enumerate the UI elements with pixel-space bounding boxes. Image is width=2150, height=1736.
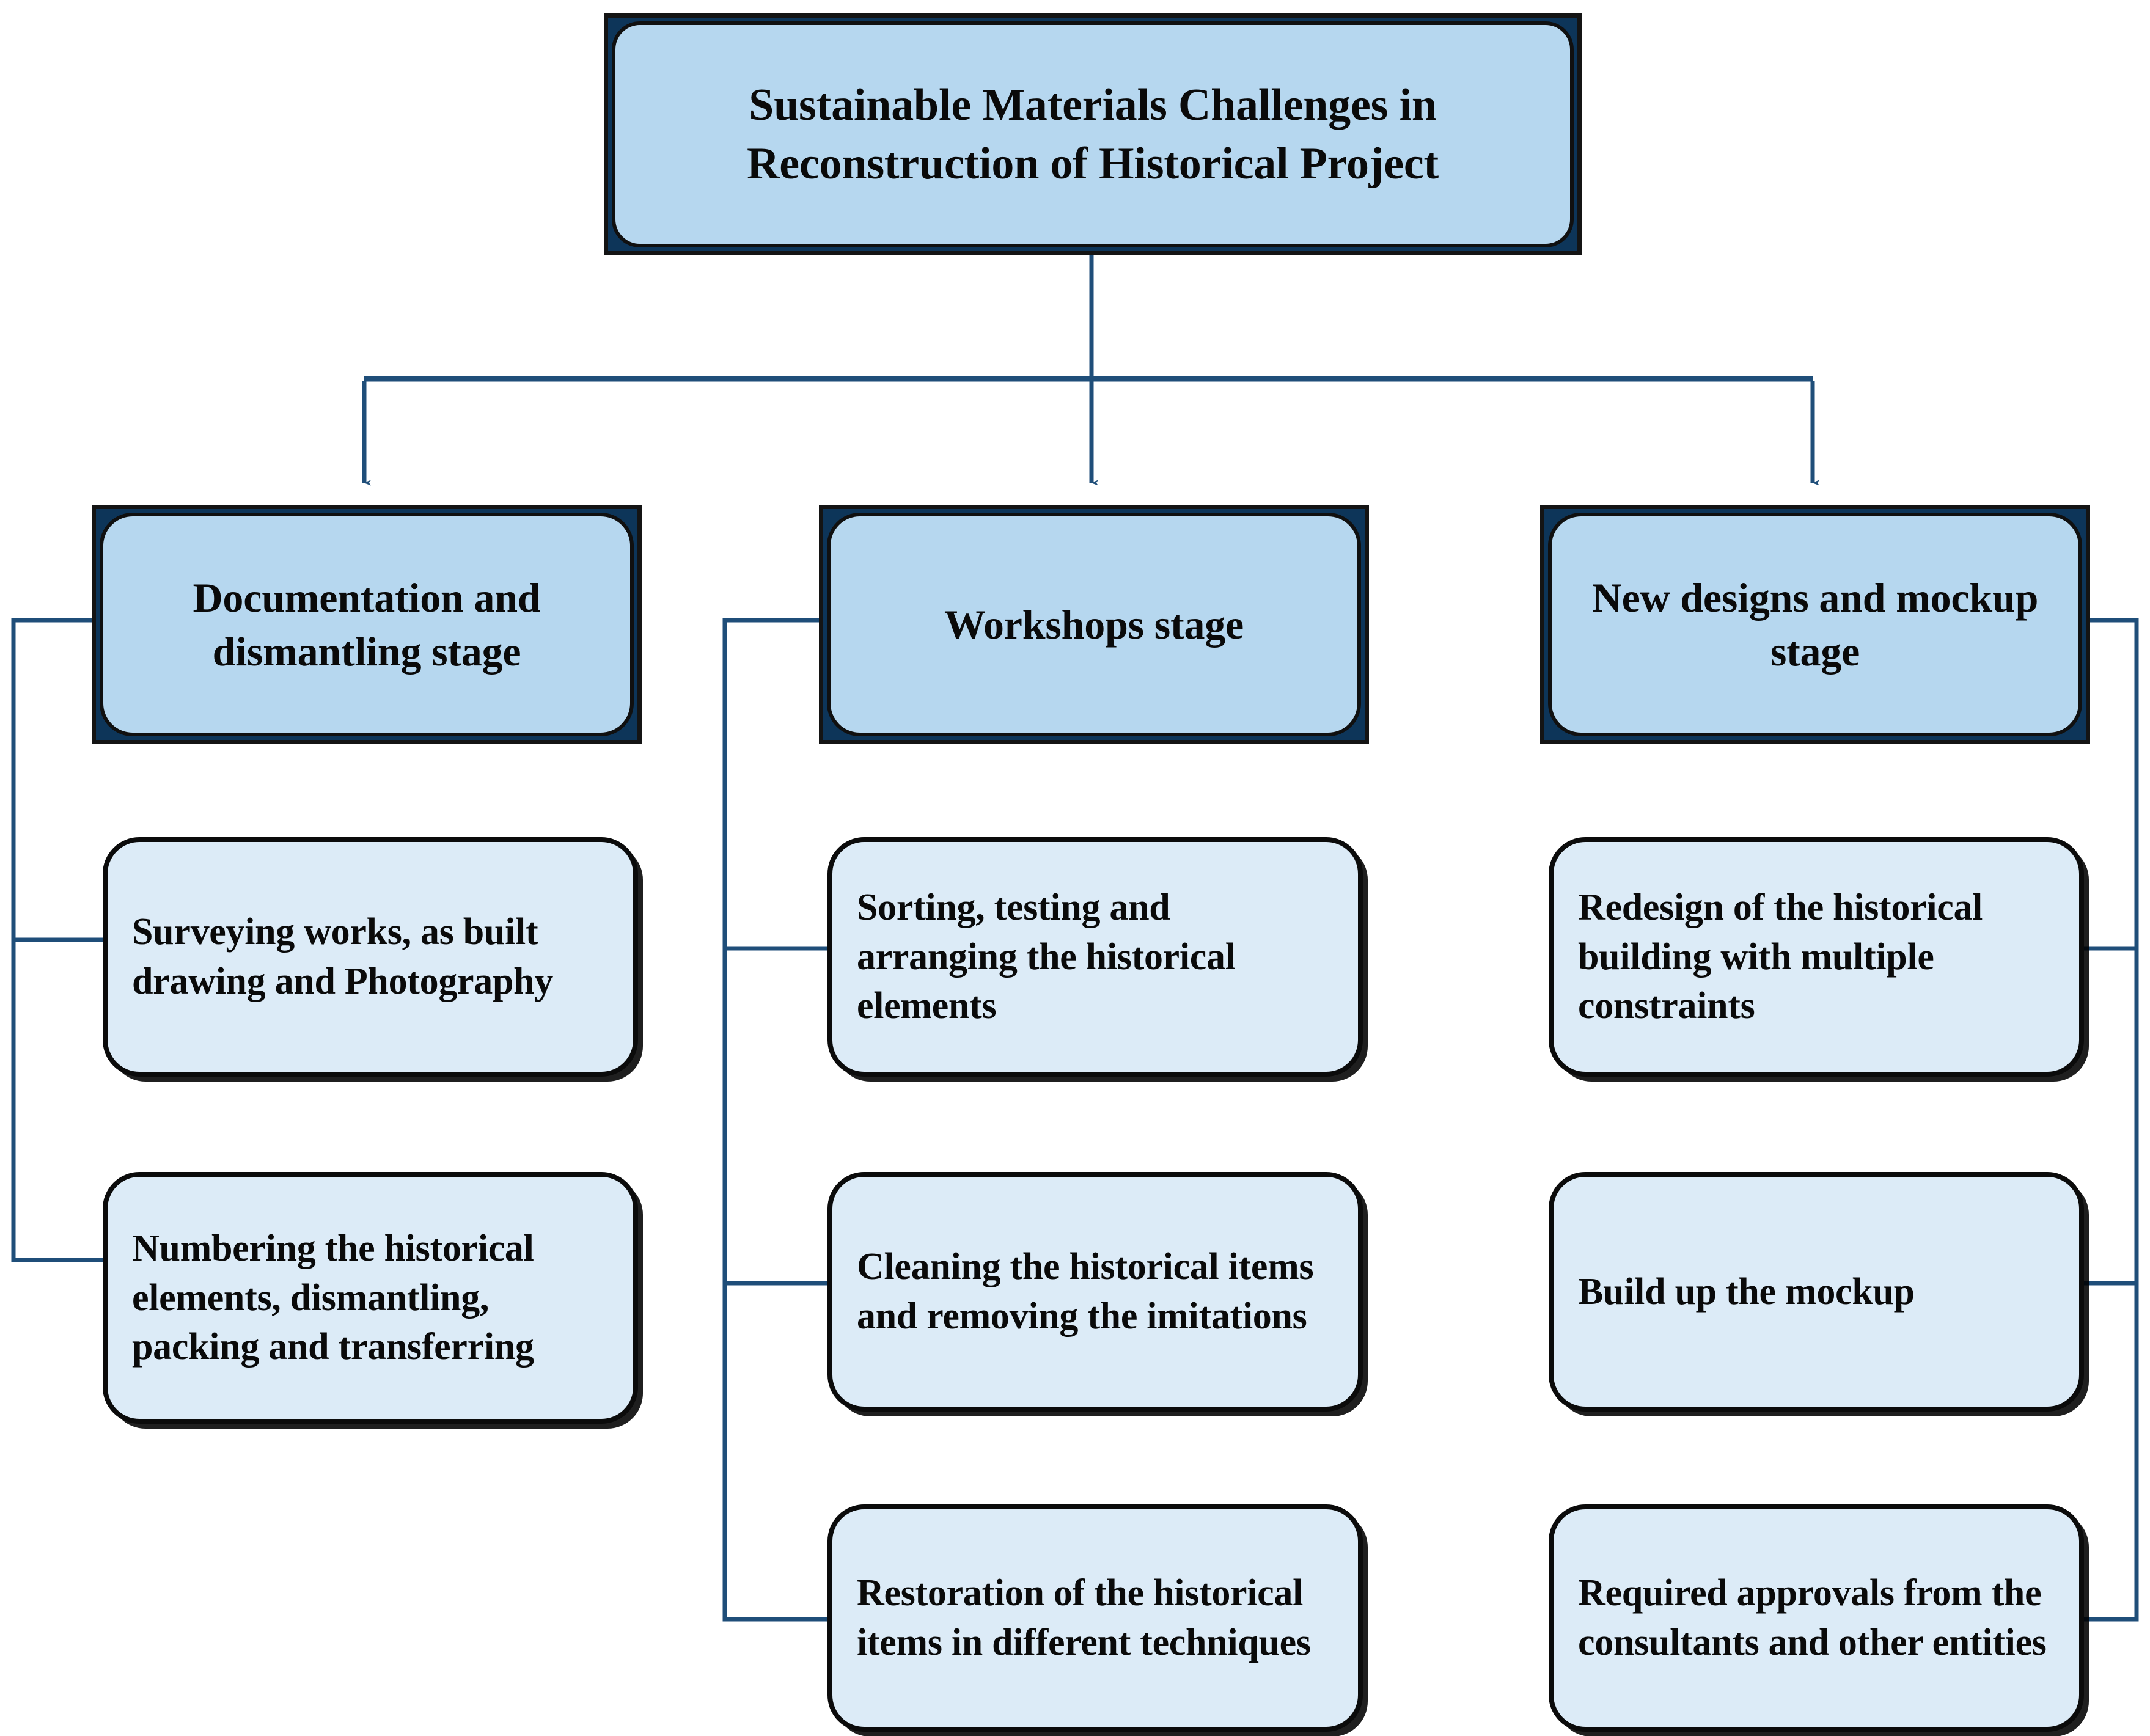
bracket-workshops <box>722 618 829 1622</box>
leaf-workshops-1[interactable]: Sorting, testing and arranging the histo… <box>827 837 1363 1077</box>
leaf-new-designs-1-label: Redesign of the historical building with… <box>1578 887 1983 1027</box>
leaf-documentation-2-label: Numbering the historical elements, disma… <box>132 1228 534 1368</box>
leaf-new-designs-1[interactable]: Redesign of the historical building with… <box>1549 837 2084 1077</box>
bracket-new-designs <box>2047 618 2139 1622</box>
leaf-new-designs-2[interactable]: Build up the mockup <box>1549 1172 2084 1412</box>
leaf-workshops-2-label: Cleaning the historical items and removi… <box>857 1246 1314 1337</box>
stage-header-new-designs[interactable]: New designs and mockup stage <box>1540 505 2090 744</box>
stage-header-workshops-body: Workshops stage <box>827 513 1361 736</box>
stage-header-documentation-body: Documentation and dismantling stage <box>100 513 634 736</box>
root-node-label: Sustainable Materials Challenges in Reco… <box>747 79 1439 189</box>
stage-header-new-designs-body: New designs and mockup stage <box>1548 513 2082 736</box>
leaf-workshops-3[interactable]: Restoration of the historical items in d… <box>827 1504 1363 1732</box>
stage-header-workshops-label: Workshops stage <box>944 601 1244 648</box>
leaf-workshops-1-label: Sorting, testing and arranging the histo… <box>857 887 1236 1027</box>
stage-header-new-designs-label: New designs and mockup stage <box>1591 574 2039 675</box>
leaf-new-designs-3[interactable]: Required approvals from the consultants … <box>1549 1504 2084 1732</box>
stage-header-documentation-label: Documentation and dismantling stage <box>193 574 541 675</box>
leaf-new-designs-2-label: Build up the mockup <box>1578 1270 1915 1313</box>
stage-header-workshops[interactable]: Workshops stage <box>819 505 1369 744</box>
leaf-new-designs-3-label: Required approvals from the consultants … <box>1578 1572 2047 1663</box>
leaf-documentation-1[interactable]: Surveying works, as built drawing and Ph… <box>103 837 638 1077</box>
leaf-documentation-2[interactable]: Numbering the historical elements, disma… <box>103 1172 638 1424</box>
bracket-documentation <box>11 618 103 1262</box>
root-node-body: Sustainable Materials Challenges in Reco… <box>612 21 1574 247</box>
stage-header-documentation[interactable]: Documentation and dismantling stage <box>92 505 642 744</box>
root-node[interactable]: Sustainable Materials Challenges in Reco… <box>604 13 1582 255</box>
leaf-workshops-3-label: Restoration of the historical items in d… <box>857 1572 1311 1663</box>
leaf-workshops-2[interactable]: Cleaning the historical items and removi… <box>827 1172 1363 1412</box>
leaf-documentation-1-label: Surveying works, as built drawing and Ph… <box>132 911 554 1002</box>
